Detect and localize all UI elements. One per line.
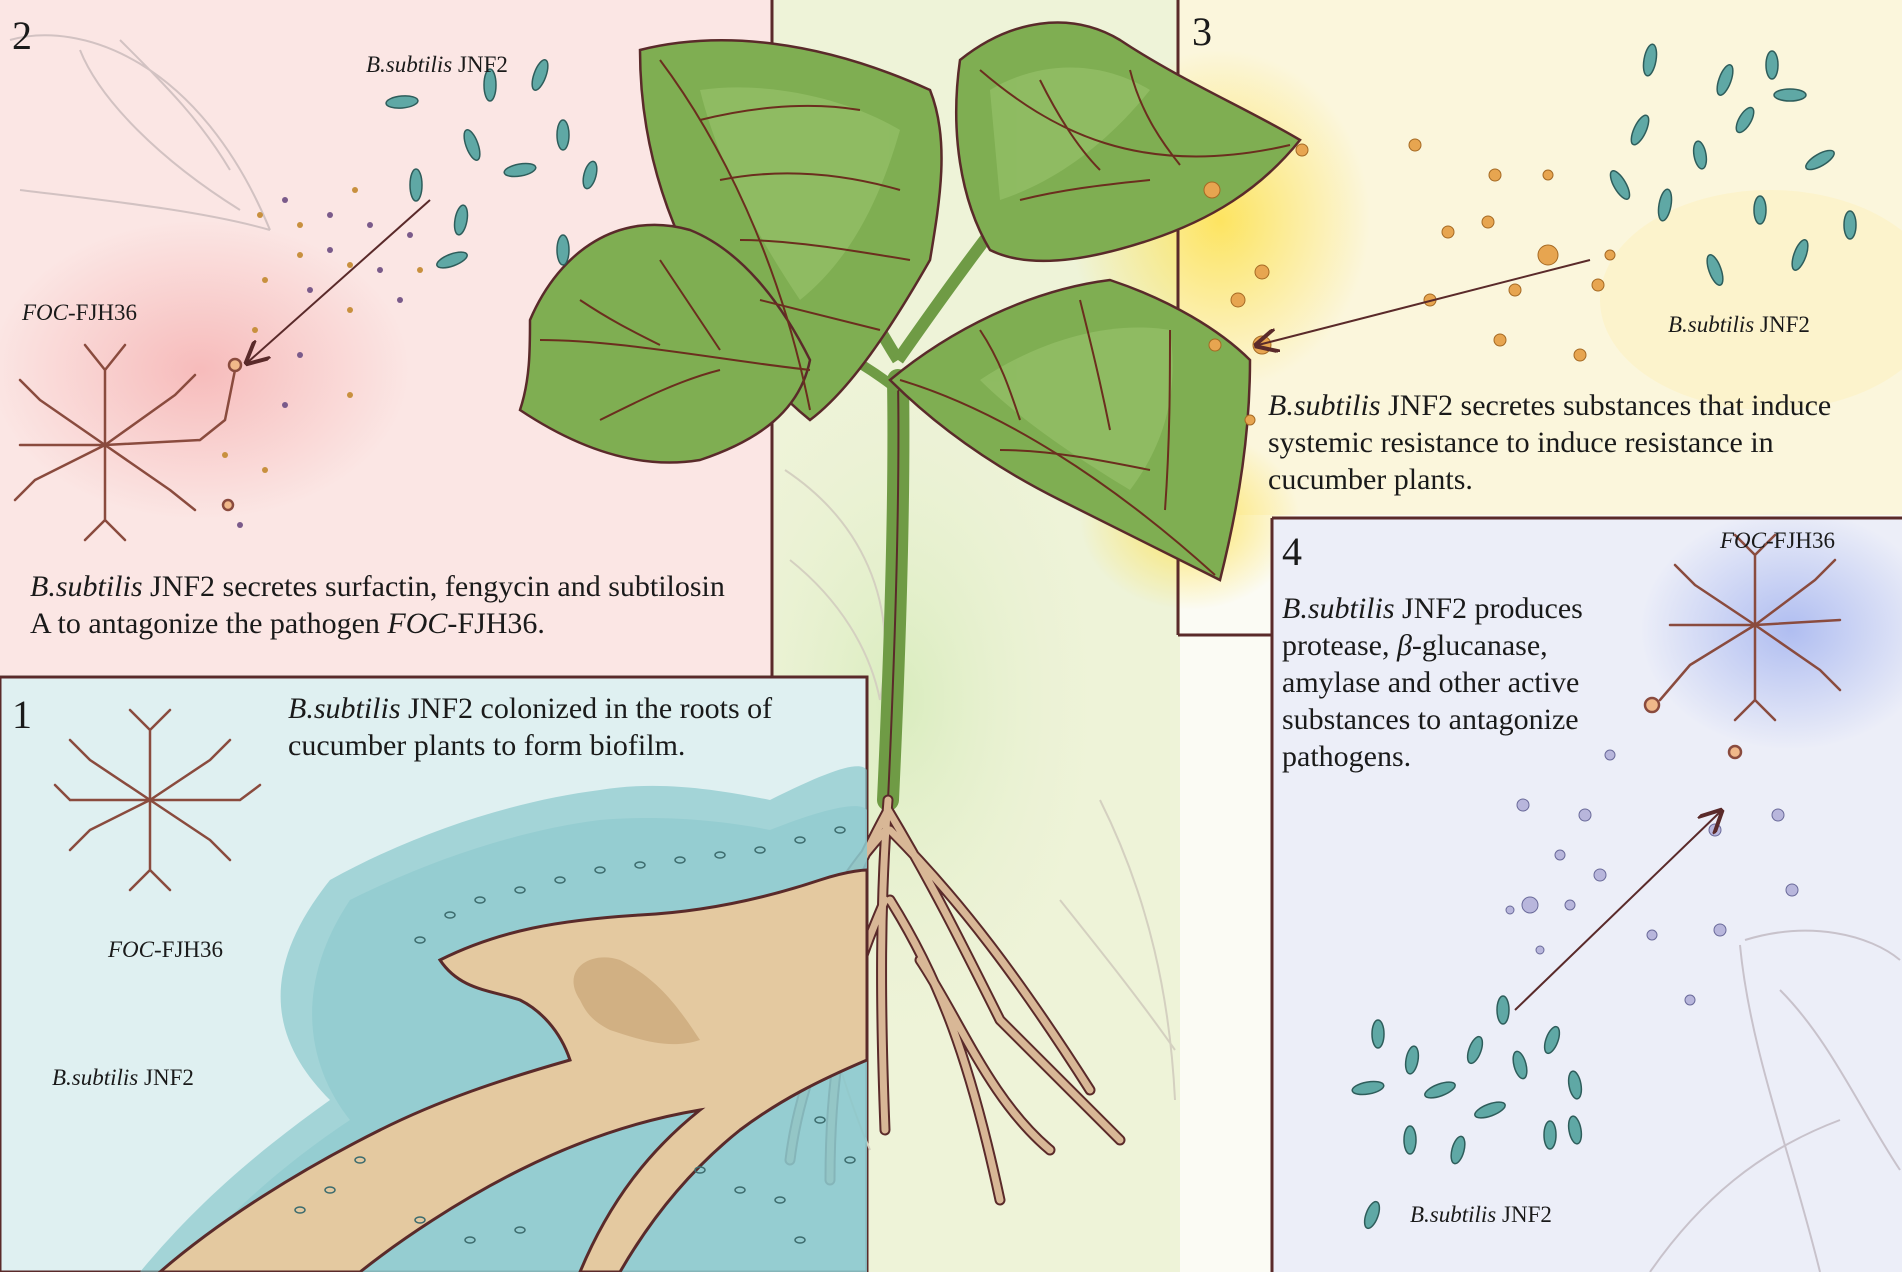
- arrow-panel-3: [1258, 259, 1591, 345]
- panel-4-caption: B.subtilis JNF2 produces protease, β-glu…: [1282, 592, 1583, 773]
- biofilm-root: [140, 766, 869, 1272]
- panel-2-bacteria-label: B.subtilis JNF2: [366, 52, 508, 77]
- arrow-panel-4: [1514, 812, 1720, 1011]
- panel-2-number: 2: [12, 13, 32, 58]
- panel-2-caption: B.subtilis JNF2 secretes surfactin, feng…: [30, 570, 725, 640]
- leaf-2: [518, 223, 812, 464]
- cucumber-plant: [518, 21, 1302, 1206]
- panel-3-number: 3: [1192, 9, 1212, 54]
- panel-4-number: 4: [1282, 529, 1302, 574]
- panel-4-fungus-label: FOC-FJH36: [1720, 528, 1836, 553]
- panel-1-caption: B.subtilis JNF2 colonized in the roots o…: [288, 692, 773, 762]
- panel-4-bacteria-label: B.subtilis JNF2: [1410, 1202, 1552, 1227]
- panel-3-caption: B.subtilis JNF2 secretes substances that…: [1268, 389, 1832, 496]
- fungus-panel-4: [1643, 533, 1842, 760]
- fungus-panel-1: [53, 708, 262, 892]
- panel-1-bacteria-label: B.subtilis JNF2: [52, 1065, 194, 1090]
- bacteria-panel-3: [1609, 43, 1857, 286]
- panel-1-number: 1: [12, 692, 32, 737]
- bacteria-panel-4: [1351, 995, 1583, 1230]
- panel-1-fungus-label: FOC-FJH36: [108, 937, 224, 962]
- panel-3-bacteria-label: B.subtilis JNF2: [1668, 312, 1810, 337]
- fungus-panel-2: [13, 343, 243, 542]
- substances-panel-2: [222, 187, 423, 528]
- panel-2-fungus-label: FOC-FJH36: [22, 300, 138, 325]
- bacteria-panel-2: [385, 59, 598, 269]
- arrow-panel-2: [248, 199, 431, 362]
